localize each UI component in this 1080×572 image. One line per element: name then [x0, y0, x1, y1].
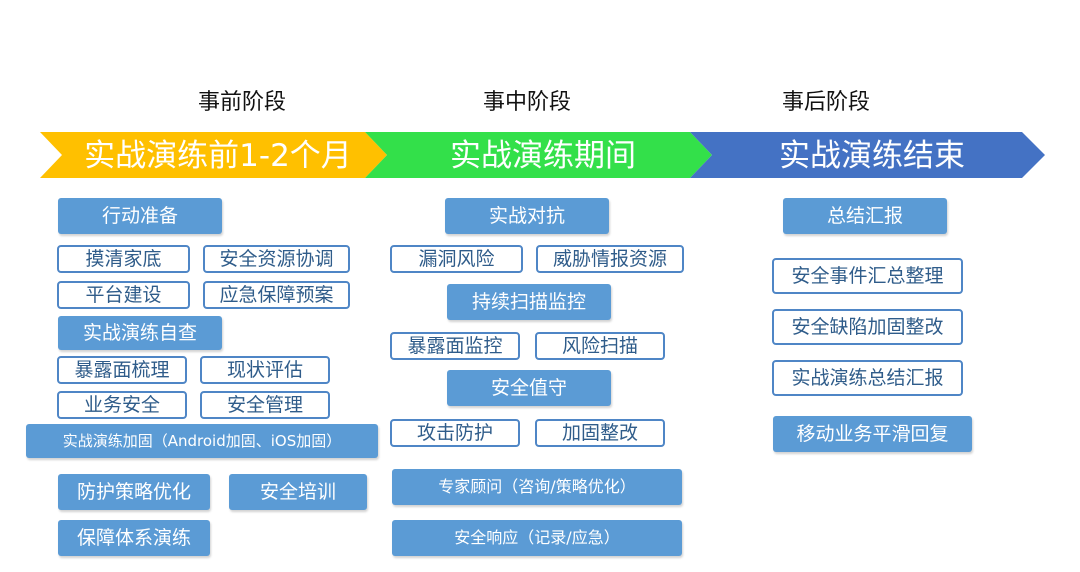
box-mgmt: 安全管理 — [200, 391, 330, 419]
box-plan: 应急保障预案 — [203, 281, 350, 309]
box-harden: 实战演练加固（Android加固、iOS加固） — [26, 424, 378, 458]
box-vuln: 漏洞风险 — [390, 245, 523, 273]
box-mobile: 移动业务平滑回复 — [773, 416, 972, 452]
banner-during: 实战演练期间 — [450, 138, 636, 174]
box-coord: 安全资源协调 — [203, 245, 350, 273]
box-exposure-monitor: 暴露面监控 — [390, 332, 520, 360]
arrow-before — [40, 132, 387, 178]
box-attack-defense: 攻击防护 — [390, 419, 520, 447]
box-duty: 安全值守 — [447, 370, 611, 406]
box-exposure: 暴露面梳理 — [57, 356, 187, 384]
phase-title-before: 事前阶段 — [197, 90, 286, 115]
box-policy: 防护策略优化 — [58, 474, 210, 510]
box-prep: 行动准备 — [58, 198, 222, 234]
banner-after: 实战演练结束 — [779, 138, 965, 174]
box-defects: 安全缺陷加固整改 — [772, 309, 963, 345]
box-training: 安全培训 — [229, 474, 367, 510]
box-confront: 实战对抗 — [445, 198, 609, 234]
box-assets: 摸清家底 — [57, 245, 190, 273]
phase-title-after: 事后阶段 — [781, 90, 870, 115]
box-report: 实战演练总结汇报 — [772, 360, 963, 396]
box-risk-scan: 风险扫描 — [535, 332, 665, 360]
banner-before: 实战演练前1-2个月 — [84, 138, 352, 174]
box-intel: 威胁情报资源 — [536, 245, 684, 273]
arrow-after — [690, 132, 1045, 178]
box-status: 现状评估 — [200, 356, 330, 384]
box-events: 安全事件汇总整理 — [772, 258, 963, 294]
box-scan-monitor: 持续扫描监控 — [447, 284, 611, 320]
box-system: 保障体系演练 — [58, 520, 210, 556]
box-summary: 总结汇报 — [783, 198, 947, 234]
box-response: 安全响应（记录/应急） — [392, 520, 682, 556]
arrow-during — [365, 132, 712, 178]
box-expert: 专家顾问（咨询/策略优化） — [392, 469, 682, 505]
box-fix: 加固整改 — [535, 419, 665, 447]
phase-title-during: 事中阶段 — [482, 90, 571, 115]
box-biz: 业务安全 — [57, 391, 187, 419]
box-selfcheck: 实战演练自查 — [58, 316, 222, 350]
box-platform: 平台建设 — [57, 281, 190, 309]
